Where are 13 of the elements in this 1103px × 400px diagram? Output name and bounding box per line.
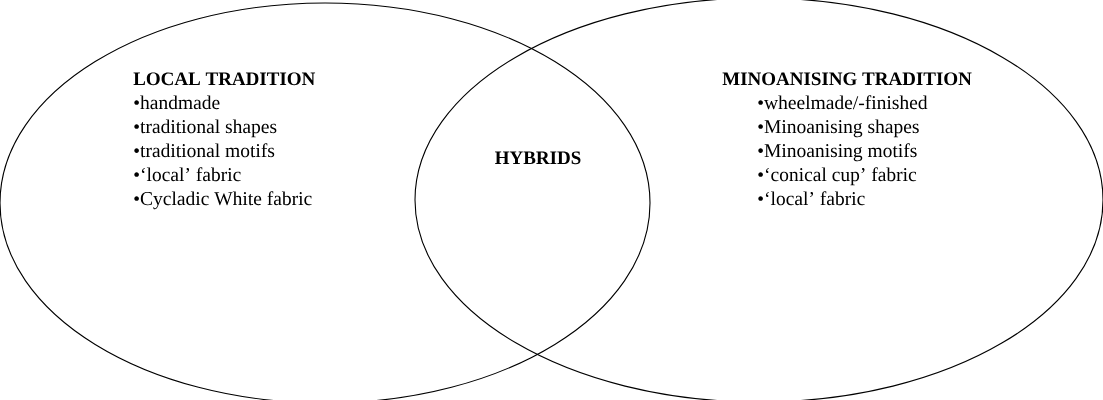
heading: LOCAL TRADITION <box>133 72 316 86</box>
list-item: •Cycladic White fabric <box>134 191 312 210</box>
list-item: •handmade <box>134 95 220 110</box>
list-item: •wheelmade/-finished <box>758 95 928 110</box>
region-label: HYBRIDS <box>495 151 581 165</box>
list-item: •Minoanising shapes <box>758 119 919 138</box>
heading: MINOANISING TRADITION <box>722 72 972 86</box>
list-item: •traditional motifs <box>134 143 275 158</box>
list-item: •‘conical cup’ fabric <box>758 167 917 186</box>
list-item: •‘local’ fabric <box>758 191 865 206</box>
list-item: •‘local’ fabric <box>134 167 241 182</box>
list-item: •Minoanising motifs <box>758 143 917 162</box>
list-item: •traditional shapes <box>134 119 277 138</box>
